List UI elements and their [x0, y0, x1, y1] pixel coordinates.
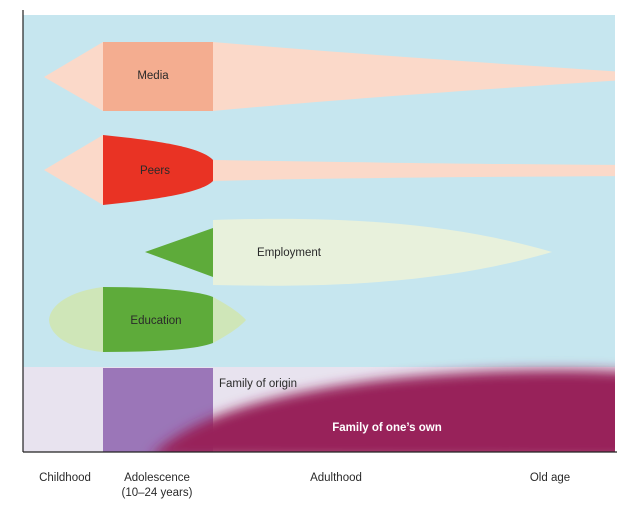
- education-shape-dark: [103, 287, 213, 352]
- axis-label-adulthood: Adulthood: [310, 472, 362, 484]
- family-origin-label: Family of origin: [219, 378, 297, 390]
- employment-shape-light: [213, 218, 552, 286]
- employment-shape-dark: [145, 228, 213, 277]
- peers-shape-light: [44, 135, 615, 205]
- employment-label: Employment: [257, 247, 322, 259]
- media-shape-dark: [103, 42, 213, 111]
- family-own-label: Family of one’s own: [332, 422, 441, 434]
- axis-label-old-age: Old age: [530, 472, 570, 484]
- media-band: Media: [44, 42, 615, 111]
- axis-label-adolescence-range: (10–24 years): [122, 487, 193, 499]
- education-shape-light: [49, 287, 246, 352]
- axis-label-adolescence: Adolescence: [124, 472, 190, 484]
- peers-shape-dark: [103, 135, 213, 205]
- peers-band: Peers: [44, 135, 615, 205]
- employment-band: Employment: [145, 218, 552, 286]
- peers-label: Peers: [140, 165, 170, 177]
- family-own-shape: [156, 370, 615, 452]
- education-band: Education: [49, 287, 246, 352]
- media-shape-light: [44, 42, 615, 111]
- axis-label-childhood: Childhood: [39, 472, 91, 484]
- media-label: Media: [137, 70, 169, 82]
- education-label: Education: [130, 315, 181, 327]
